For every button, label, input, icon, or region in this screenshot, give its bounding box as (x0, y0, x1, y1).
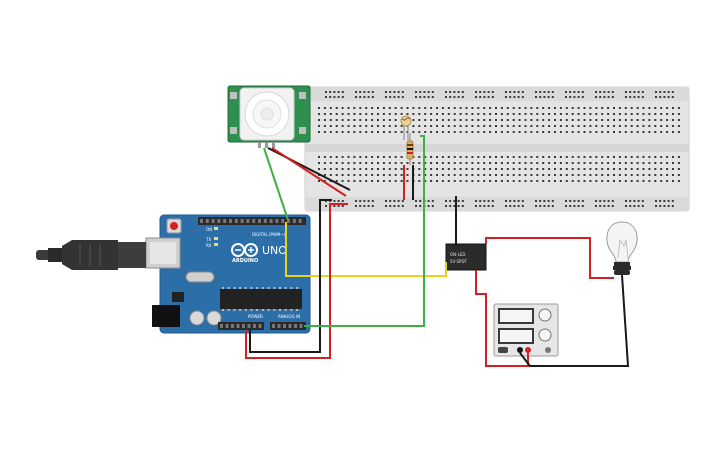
on-led-label: ON (206, 227, 212, 232)
arduino-model: UNO (262, 244, 287, 257)
arduino-uno-board[interactable]: ARDUINO UNO DIGITAL (PWM~) POWER ANALOG … (145, 214, 311, 334)
rx-led-label: RX (206, 243, 212, 248)
relay-icon[interactable]: ON-LED 5V-SPDT (445, 243, 487, 271)
arduino-brand: ARDUINO (232, 258, 258, 264)
usb-cable-icon (36, 240, 146, 270)
digital-header-label: DIGITAL (PWM~) (252, 232, 286, 237)
tx-led-label: TX (205, 237, 211, 242)
arduino-logo (231, 243, 258, 257)
power-supply-icon[interactable] (493, 303, 559, 357)
breadboard[interactable] (304, 86, 690, 212)
wire-red-relay-bulb[interactable] (485, 237, 614, 279)
photoresistor-icon[interactable] (400, 115, 412, 140)
breadboard-holes (318, 91, 680, 207)
pir-sensor-icon[interactable] (227, 85, 311, 148)
relay-label-2: 5V-SPDT (450, 259, 468, 264)
wire-red-5v[interactable] (245, 203, 348, 359)
power-analog-header-pins (220, 324, 303, 328)
analog-header-label: ANALOG IN (278, 314, 300, 319)
chip-pins (222, 287, 299, 311)
light-bulb-icon[interactable] (606, 221, 638, 275)
wire-black-bulb-supply[interactable] (519, 274, 630, 367)
wire-green-pir[interactable] (263, 147, 289, 221)
digital-header-pins (200, 219, 302, 223)
wire-green-ldr[interactable] (304, 135, 425, 327)
resistor-icon[interactable] (406, 133, 414, 165)
wire-red-pir[interactable] (271, 147, 347, 197)
wire-black-gnd[interactable] (249, 199, 332, 353)
wires (245, 135, 630, 367)
power-header-label: POWER (248, 314, 263, 319)
relay-label-1: ON-LED (450, 252, 465, 257)
wire-yellow-signal[interactable] (285, 222, 447, 277)
